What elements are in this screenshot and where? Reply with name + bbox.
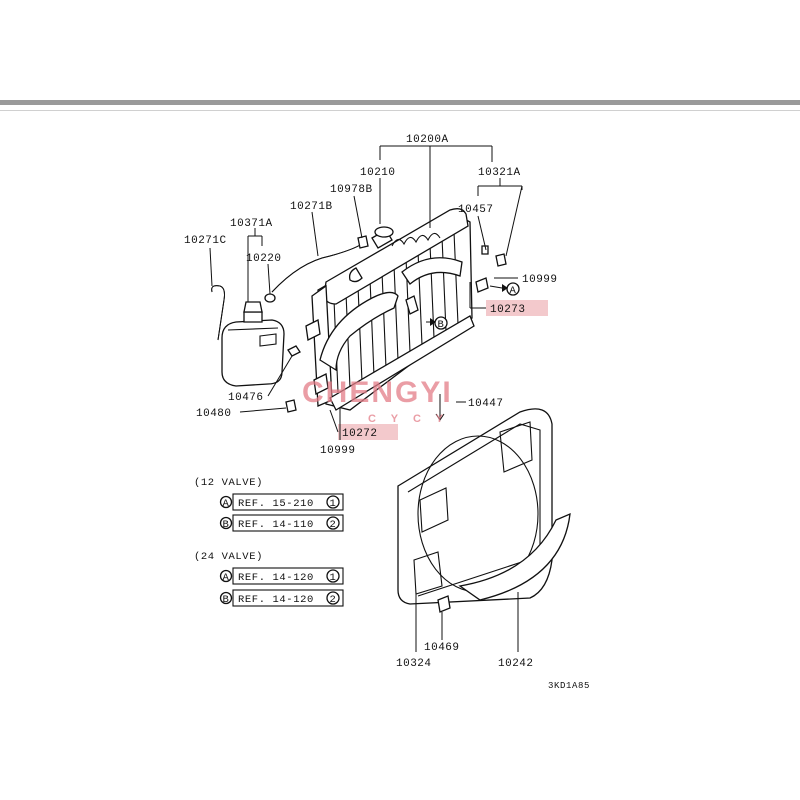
label-10200A: 10200A [406, 134, 449, 146]
valve12-a-num: 1 [330, 498, 337, 510]
label-10476: 10476 [228, 392, 264, 404]
valve24-b-ref: REF. 14-120 [238, 594, 314, 606]
label-10469: 10469 [424, 642, 460, 654]
label-10371A: 10371A [230, 218, 273, 230]
label-10324: 10324 [396, 658, 432, 670]
label-10457: 10457 [458, 204, 494, 216]
radiator-cap [374, 226, 394, 238]
watermark-sub: C Y C Y [368, 413, 449, 425]
label-10220: 10220 [246, 253, 282, 265]
top-border-line [0, 110, 800, 111]
valve24-b-callout: B [223, 594, 230, 606]
upper-hose [401, 257, 463, 285]
part-labels: 10200A 10210 10321A 10978B 10271B 10457 … [184, 134, 558, 670]
valve24-b-num: 2 [330, 594, 337, 606]
highlight-10272 [338, 424, 398, 440]
callout-b-label: B [438, 319, 445, 331]
label-10273: 10273 [490, 304, 526, 316]
label-10999-top: 10999 [522, 274, 558, 286]
leader-lines [209, 145, 523, 652]
valve12-b-ref: REF. 14-110 [238, 519, 314, 531]
reserve-tank [221, 301, 285, 387]
callout-a [506, 282, 520, 296]
diagram-code: 3KD1A85 [548, 681, 590, 691]
label-10271B: 10271B [290, 201, 333, 213]
callout-a-label: A [510, 285, 517, 297]
label-10321A: 10321A [478, 167, 521, 179]
valve12-b-num: 2 [330, 519, 337, 531]
bolt-10469 [437, 595, 451, 613]
bolt-10476 [287, 345, 301, 357]
lower-hose [319, 291, 399, 372]
top-border-band [0, 100, 800, 105]
valve24-title: (24 VALVE) [194, 551, 263, 563]
valve12-b-callout: B [223, 519, 230, 531]
valve12-title: (12 VALVE) [194, 477, 263, 489]
drain-cock [405, 295, 419, 315]
watermark-logo: CHENGYI [302, 376, 453, 409]
label-10210: 10210 [360, 167, 396, 179]
valve-references: (12 VALVE) A REF. 15-210 1 B REF. 14-110… [194, 477, 344, 607]
valve24-a-callout: A [223, 572, 230, 584]
bolt-10480 [285, 399, 297, 413]
label-10242: 10242 [498, 658, 534, 670]
label-10271C: 10271C [184, 235, 227, 247]
label-10978B: 10978B [330, 184, 373, 196]
label-10480: 10480 [196, 408, 232, 420]
valve24-a-ref: REF. 14-120 [238, 572, 314, 584]
valve24-a-num: 1 [330, 572, 337, 584]
valve12-a-ref: REF. 15-210 [238, 498, 314, 510]
label-10999-bottom: 10999 [320, 445, 356, 457]
highlight-10273 [486, 300, 548, 316]
lower-shroud [458, 512, 571, 601]
callout-b [434, 316, 448, 330]
valve12-a-callout: A [223, 498, 230, 510]
label-10447: 10447 [468, 398, 504, 410]
label-10272: 10272 [342, 428, 378, 440]
